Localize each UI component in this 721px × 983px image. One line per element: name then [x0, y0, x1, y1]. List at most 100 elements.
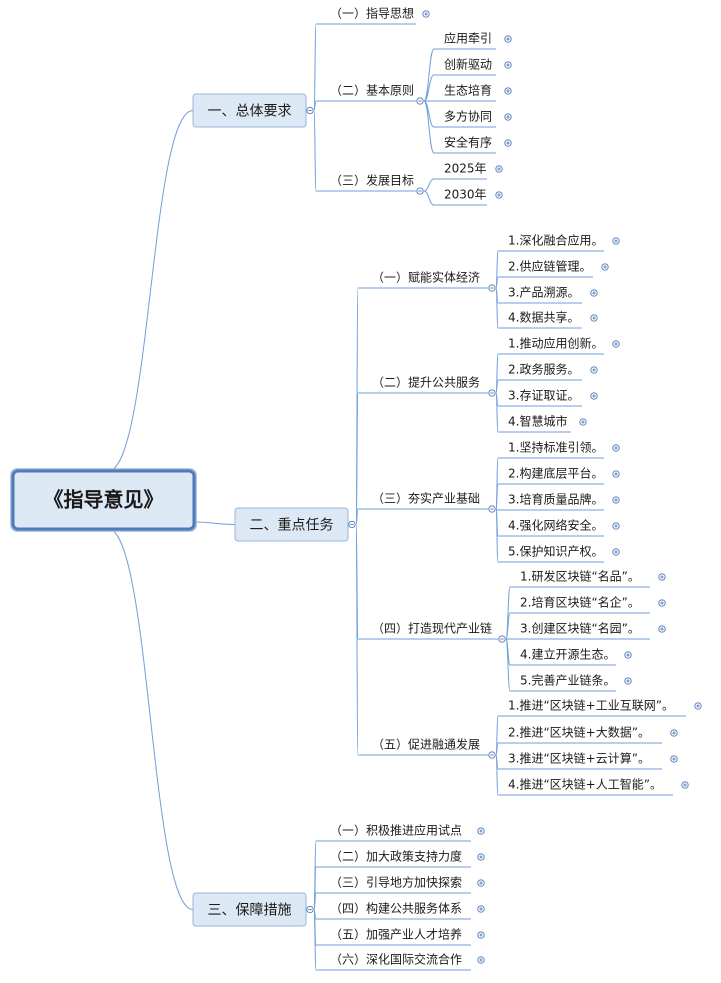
collapse-toggle-icon[interactable] [488, 284, 496, 292]
sub-node[interactable]: （二）基本原则 [330, 84, 414, 98]
leaf-node[interactable]: 1.坚持标准引领。 [508, 440, 603, 455]
sub-node[interactable]: （四）构建公共服务体系 [330, 901, 462, 916]
expand-toggle-icon[interactable] [612, 340, 620, 348]
sub-node[interactable]: （一）指导思想 [330, 6, 414, 21]
leaf-node[interactable]: 安全有序 [444, 135, 492, 150]
collapse-toggle-icon[interactable] [306, 106, 314, 115]
expand-toggle-icon[interactable] [612, 470, 620, 478]
collapse-toggle-icon[interactable] [416, 97, 424, 105]
sub-node[interactable]: （五）加强产业人才培养 [330, 927, 462, 942]
sub-node-label: （一）赋能实体经济 [372, 270, 480, 285]
expand-toggle-icon[interactable] [624, 651, 632, 659]
expand-toggle-icon[interactable] [612, 237, 620, 245]
collapse-toggle-icon[interactable] [498, 635, 506, 643]
expand-toggle-icon[interactable] [504, 35, 512, 43]
leaf-node[interactable]: 生态培育 [444, 83, 492, 98]
expand-toggle-icon[interactable] [612, 548, 620, 556]
expand-toggle-icon[interactable] [624, 677, 632, 685]
leaf-node[interactable]: 应用牵引 [444, 31, 492, 46]
expand-toggle-icon[interactable] [504, 61, 512, 69]
leaf-node[interactable]: 2030年 [444, 188, 487, 202]
leaf-node[interactable]: 创新驱动 [444, 57, 492, 72]
leaf-node[interactable]: 4.智慧城市 [508, 414, 567, 429]
sub-node[interactable]: （二）提升公共服务 [372, 375, 480, 390]
branch-node-2[interactable]: 二、重点任务 [234, 507, 349, 542]
expand-toggle-icon[interactable] [495, 191, 503, 199]
leaf-node[interactable]: 1.研发区块链“名品”。 [520, 569, 640, 584]
leaf-node[interactable]: 2.推进“区块链+大数据”。 [508, 725, 650, 740]
leaf-node[interactable]: 2.构建底层平台。 [508, 466, 603, 481]
leaf-node[interactable]: 1.推进“区块链+工业互联网”。 [508, 698, 674, 713]
connector-line [313, 100, 317, 111]
sub-node[interactable]: （三）夯实产业基础 [372, 491, 480, 506]
expand-toggle-icon[interactable] [579, 418, 587, 426]
branch-node-3[interactable]: 三、保障措施 [192, 892, 307, 927]
leaf-node[interactable]: 1.深化融合应用。 [508, 233, 603, 248]
expand-toggle-icon[interactable] [504, 87, 512, 95]
leaf-label: 安全有序 [444, 135, 492, 150]
expand-toggle-icon[interactable] [504, 139, 512, 147]
leaf-node[interactable]: 1.推动应用创新。 [508, 336, 603, 351]
root-label: 《指导意见》 [44, 488, 164, 512]
expand-toggle-icon[interactable] [612, 496, 620, 504]
expand-toggle-icon[interactable] [477, 853, 485, 861]
leaf-node[interactable]: 5.保护知识产权。 [508, 545, 603, 559]
branch-node-1[interactable]: 一、总体要求 [192, 93, 307, 128]
expand-toggle-icon[interactable] [612, 522, 620, 530]
collapse-toggle-icon[interactable] [488, 505, 496, 513]
sub-node[interactable]: （三）引导地方加快探索 [330, 875, 462, 890]
expand-toggle-icon[interactable] [658, 573, 666, 581]
connector-line [495, 483, 499, 510]
leaf-label: 4.数据共享。 [508, 310, 579, 325]
expand-toggle-icon[interactable] [477, 827, 485, 835]
expand-toggle-icon[interactable] [504, 113, 512, 121]
expand-toggle-icon[interactable] [681, 781, 689, 789]
expand-toggle-icon[interactable] [590, 314, 598, 322]
expand-toggle-icon[interactable] [590, 392, 598, 400]
leaf-node[interactable]: 3.产品溯源。 [508, 285, 579, 300]
collapse-toggle-icon[interactable] [416, 187, 424, 195]
expand-toggle-icon[interactable] [670, 755, 678, 763]
collapse-toggle-icon[interactable] [306, 905, 314, 914]
leaf-node[interactable]: 3.培育质量品牌。 [508, 492, 603, 507]
sub-node[interactable]: （一）赋能实体经济 [372, 270, 480, 285]
leaf-node[interactable]: 4.建立开源生态。 [520, 647, 615, 662]
leaf-node[interactable]: 4.强化网络安全。 [508, 518, 603, 533]
expand-toggle-icon[interactable] [612, 444, 620, 452]
expand-toggle-icon[interactable] [590, 289, 598, 297]
leaf-node[interactable]: 3.创建区块链“名园”。 [520, 621, 640, 636]
expand-toggle-icon[interactable] [477, 931, 485, 939]
expand-toggle-icon[interactable] [495, 165, 503, 173]
sub-node[interactable]: （五）促进融通发展 [372, 737, 480, 752]
leaf-node[interactable]: 2.政务服务。 [508, 362, 579, 377]
sub-node[interactable]: （四）打造现代产业链 [372, 621, 492, 636]
sub-node[interactable]: （三）发展目标 [330, 173, 414, 188]
sub-node[interactable]: （六）深化国际交流合作 [330, 952, 462, 967]
leaf-node[interactable]: 3.存证取证。 [508, 389, 579, 403]
expand-toggle-icon[interactable] [477, 956, 485, 964]
collapse-toggle-icon[interactable] [348, 520, 356, 529]
sub-node-label: （三）夯实产业基础 [372, 491, 480, 506]
expand-toggle-icon[interactable] [658, 599, 666, 607]
expand-toggle-icon[interactable] [601, 263, 609, 271]
leaf-node[interactable]: 2025年 [444, 162, 487, 176]
leaf-node[interactable]: 5.完善产业链条。 [520, 673, 615, 688]
leaf-node[interactable]: 3.推进“区块链+云计算”。 [508, 751, 650, 766]
leaf-node[interactable]: 4.数据共享。 [508, 310, 579, 325]
leaf-node[interactable]: 多方协同 [444, 109, 492, 124]
leaf-node[interactable]: 2.供应链管理。 [508, 259, 591, 274]
expand-toggle-icon[interactable] [422, 10, 430, 18]
expand-toggle-icon[interactable] [670, 729, 678, 737]
sub-node[interactable]: （一）积极推进应用试点 [330, 823, 462, 838]
root-node[interactable]: 《指导意见》 [10, 468, 197, 532]
leaf-node[interactable]: 4.推进“区块链+人工智能”。 [508, 777, 662, 792]
expand-toggle-icon[interactable] [590, 366, 598, 374]
expand-toggle-icon[interactable] [658, 625, 666, 633]
leaf-node[interactable]: 2.培育区块链“名企”。 [520, 595, 640, 610]
expand-toggle-icon[interactable] [694, 702, 702, 710]
sub-node[interactable]: （二）加大政策支持力度 [330, 849, 462, 864]
collapse-toggle-icon[interactable] [488, 389, 496, 397]
expand-toggle-icon[interactable] [477, 879, 485, 887]
collapse-toggle-icon[interactable] [488, 751, 496, 759]
expand-toggle-icon[interactable] [477, 905, 485, 913]
